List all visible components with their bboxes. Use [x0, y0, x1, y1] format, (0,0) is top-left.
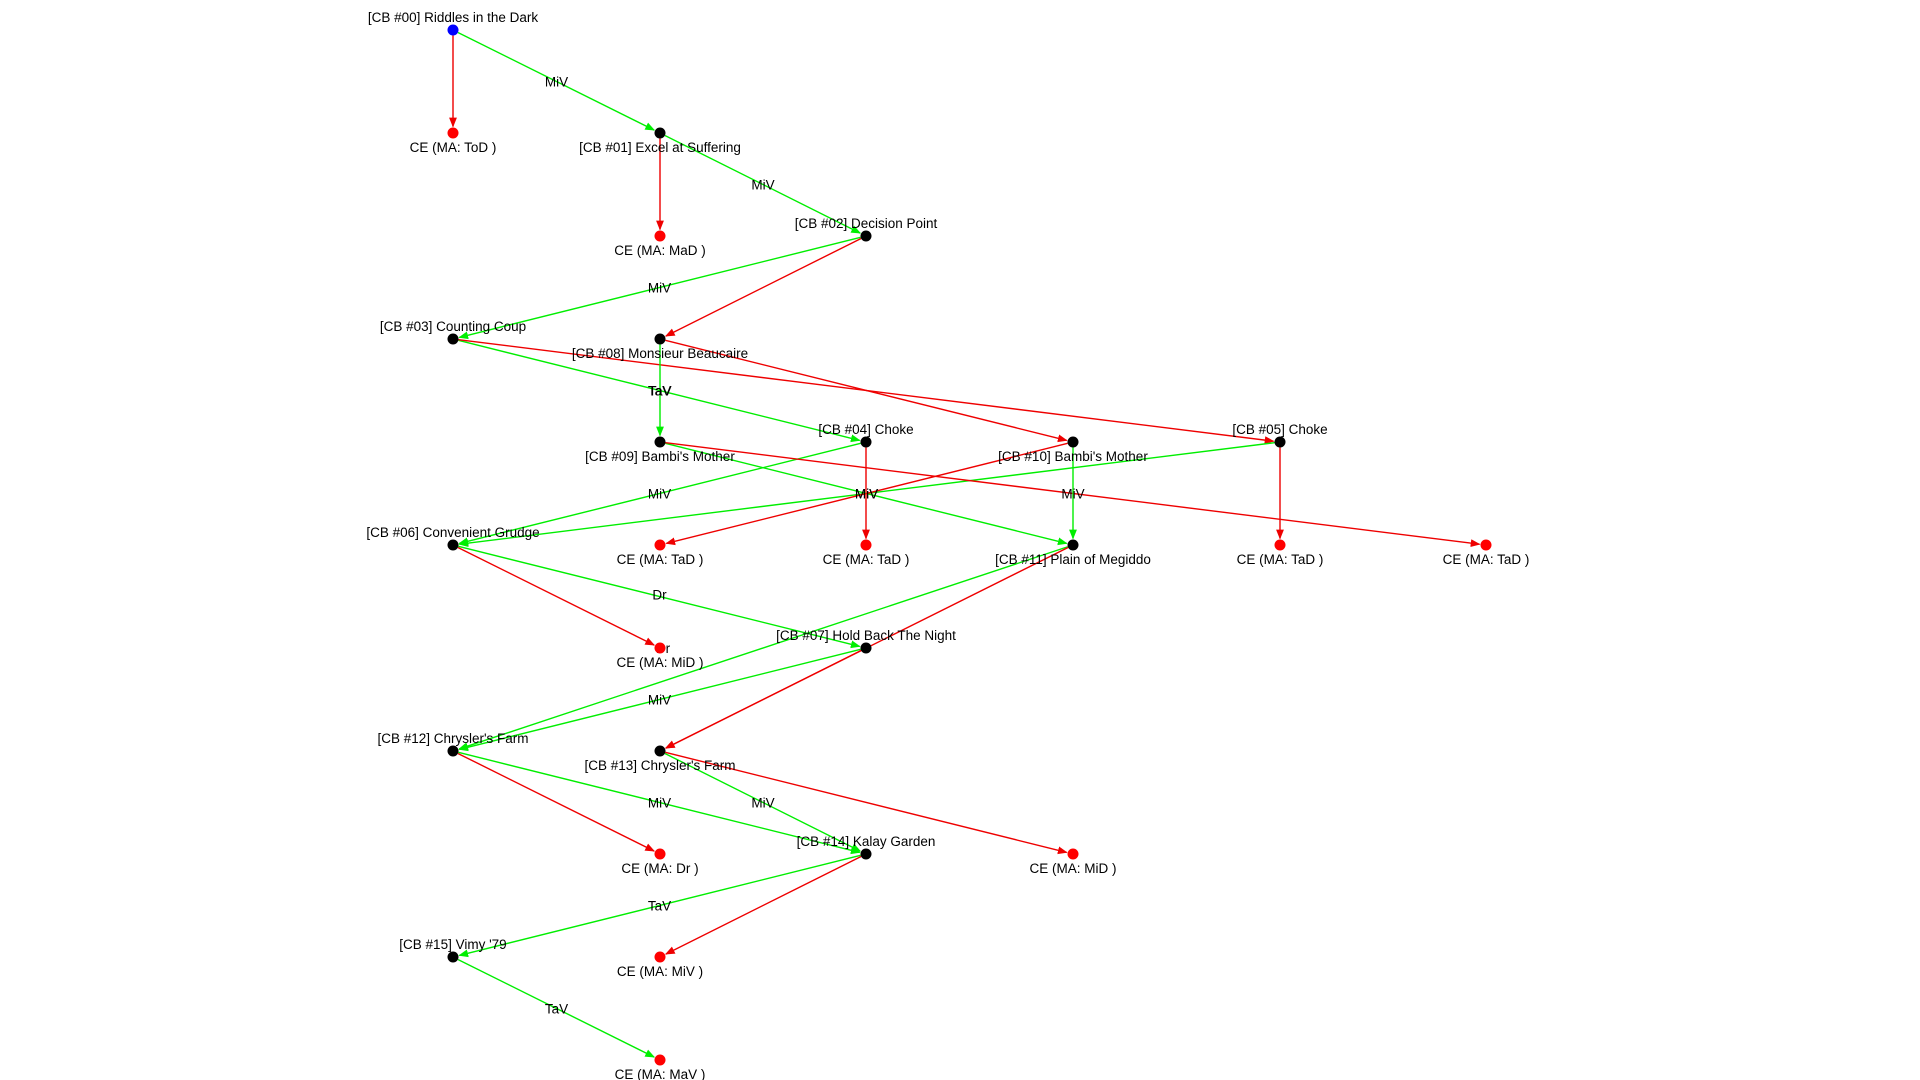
edge-label: MiV: [648, 796, 671, 811]
graph-node: [447, 745, 459, 757]
end-node: [1067, 848, 1079, 860]
node-label-cb08: [CB #08] Monsieur Beaucaire: [572, 346, 748, 361]
edge-cb03-to-cb04: [458, 339, 861, 443]
edge-cb12-to-ce_dr: [457, 752, 656, 852]
graph-node: [654, 436, 666, 448]
edge-label: MiV: [751, 178, 774, 193]
edge-cb11-to-cb12: [458, 546, 1069, 750]
graph-node: [654, 333, 666, 345]
edge-label: MiV: [545, 75, 568, 90]
graph-node: [1274, 436, 1286, 448]
edges-layer: [449, 31, 1481, 1058]
edge-label: MiV: [855, 487, 878, 502]
node-label-ce_mid2: CE (MA: MiD ): [1030, 861, 1117, 876]
edge-cb15-to-ce_mav: [457, 958, 656, 1058]
end-node: [860, 539, 872, 551]
node-label-cb14: [CB #14] Kalay Garden: [797, 834, 936, 849]
node-label-cb02: [CB #02] Decision Point: [795, 216, 938, 231]
graph-node: [860, 230, 872, 242]
edge-cb13-to-cb14: [664, 752, 862, 852]
end-node: [654, 848, 666, 860]
edge-cb01-to-cb02: [664, 134, 862, 234]
node-label-cb12: [CB #12] Chrysler's Farm: [377, 731, 528, 746]
end-node: [1480, 539, 1492, 551]
edge-cb00-to-cb01: [457, 31, 656, 131]
edge-cb04-to-cb06: [458, 442, 861, 546]
edge-cb14-to-ce_miv: [664, 855, 862, 955]
graph-node: [860, 848, 872, 860]
graph-node: [447, 951, 459, 963]
edge-cb08-to-cb10: [665, 339, 1068, 443]
nodes-layer: [447, 24, 1492, 1066]
node-label-ce_miv: CE (MA: MiV ): [617, 964, 703, 979]
node-label-ce_tad1: CE (MA: TaD ): [617, 552, 704, 567]
node-label-ce_tad2: CE (MA: TaD ): [823, 552, 910, 567]
node-label-ce_dr: CE (MA: Dr ): [621, 861, 698, 876]
edge-label: MiV: [648, 281, 671, 296]
graph-node: [1067, 436, 1079, 448]
edge-label: MiV: [1061, 487, 1084, 502]
edge-cb02-to-cb03: [458, 236, 861, 340]
node-label-ce_mid1: CE (MA: MiD ): [617, 655, 704, 670]
node-label-cb09: [CB #09] Bambi's Mother: [585, 449, 735, 464]
edge-label: Dr: [652, 588, 667, 603]
edge-label: TaV: [648, 899, 671, 914]
node-label-cb07: [CB #07] Hold Back The Night: [776, 628, 956, 643]
end-node: [1274, 539, 1286, 551]
edge-cb02-to-cb08: [664, 237, 862, 337]
graph-node: [1067, 539, 1079, 551]
node-label-cb06: [CB #06] Convenient Grudge: [366, 525, 539, 540]
end-node: [654, 230, 666, 242]
graph-node: [447, 539, 459, 551]
node-label-ce_tod: CE (MA: ToD ): [410, 140, 497, 155]
edge-label: MiV: [751, 796, 774, 811]
node-label-cb04: [CB #04] Choke: [818, 422, 913, 437]
edge-label: MiV: [648, 487, 671, 502]
node-label-cb10: [CB #10] Bambi's Mother: [998, 449, 1148, 464]
graph-node: [654, 745, 666, 757]
edge-cb12-to-cb14: [458, 751, 861, 855]
edge-cb07-to-cb13: [664, 649, 862, 749]
graph-node: [654, 127, 666, 139]
edge-label: TaV: [648, 384, 671, 399]
graph-node: [860, 642, 872, 654]
edge-cb10-to-ce_tad1: [665, 442, 1068, 546]
node-label-cb01: [CB #01] Excel at Suffering: [579, 140, 741, 155]
node-labels-layer: [CB #00] Riddles in the Dark CE (MA: ToD …: [366, 10, 1529, 1080]
edge-cb06-to-cb07: [458, 545, 861, 649]
edge-label: TaV: [545, 1002, 568, 1017]
node-label-cb11: [CB #11] Plain of Megiddo: [995, 552, 1151, 567]
end-node: [654, 642, 666, 654]
node-label-cb15: [CB #15] Vimy '79: [399, 937, 506, 952]
edge-label: MiV: [648, 693, 671, 708]
node-label-cb05: [CB #05] Choke: [1232, 422, 1327, 437]
node-label-ce_tad3: CE (MA: TaD ): [1237, 552, 1324, 567]
node-label-cb03: [CB #03] Counting Coup: [380, 319, 526, 334]
node-label-ce_mad: CE (MA: MaD ): [614, 243, 706, 258]
node-label-cb00: [CB #00] Riddles in the Dark: [368, 10, 539, 25]
node-label-ce_tad4: CE (MA: TaD ): [1443, 552, 1530, 567]
edge-cb06-to-ce_mid1: [457, 546, 656, 646]
node-label-cb13: [CB #13] Chrysler's Farm: [584, 758, 735, 773]
edge-cb07-to-cb12: [458, 648, 861, 752]
end-node: [447, 127, 459, 139]
edge-cb13-to-ce_mid2: [665, 751, 1068, 855]
edge-cb14-to-cb15: [458, 854, 861, 958]
end-node: [654, 1054, 666, 1066]
graph-node: [447, 333, 459, 345]
node-label-ce_mav: CE (MA: MaV ): [615, 1067, 706, 1080]
graph-node: [860, 436, 872, 448]
edge-label: MiV: [855, 487, 878, 502]
end-node: [654, 951, 666, 963]
end-node: [654, 539, 666, 551]
start-node: [447, 24, 459, 36]
edge-label: TaV: [648, 384, 671, 399]
